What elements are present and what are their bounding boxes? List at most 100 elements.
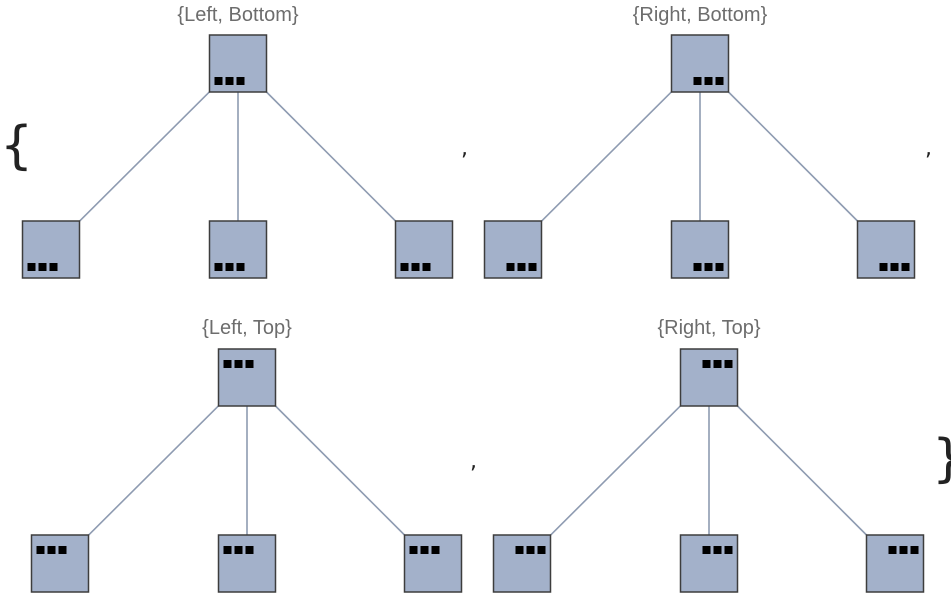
tree-title: {Right, Top} bbox=[657, 317, 760, 339]
node-box bbox=[865, 534, 925, 593]
child-node bbox=[403, 534, 463, 593]
ellipsis-dot bbox=[236, 77, 245, 85]
tree-edge bbox=[727, 91, 859, 222]
tree-title: {Left, Top} bbox=[202, 317, 292, 339]
root-node bbox=[679, 348, 739, 407]
ellipsis-dot bbox=[225, 77, 234, 85]
ellipsis-dot bbox=[713, 360, 722, 368]
ellipsis-dot bbox=[27, 263, 36, 271]
ellipsis-icon bbox=[223, 546, 254, 554]
node-box bbox=[492, 534, 552, 593]
ellipsis-dot bbox=[899, 546, 908, 554]
child-node bbox=[21, 220, 81, 279]
ellipsis-dot bbox=[890, 263, 899, 271]
ellipsis-dot bbox=[223, 360, 232, 368]
ellipsis-dot bbox=[214, 77, 223, 85]
ellipsis-icon bbox=[36, 546, 67, 554]
list-brackets: { , , , } bbox=[0, 116, 951, 489]
ellipsis-dot bbox=[713, 546, 722, 554]
ellipsis-icon bbox=[515, 546, 546, 554]
ellipsis-icon bbox=[214, 77, 245, 85]
ellipsis-dot bbox=[36, 546, 45, 554]
ellipsis-icon bbox=[879, 263, 910, 271]
tree-panel: {Left, Top} bbox=[30, 317, 463, 593]
ellipsis-dot bbox=[702, 546, 711, 554]
ellipsis-dot bbox=[49, 263, 58, 271]
tree-edge bbox=[265, 91, 397, 222]
tree-panel: {Right, Bottom} bbox=[483, 4, 916, 279]
ellipsis-dot bbox=[704, 263, 713, 271]
ellipsis-dot bbox=[409, 546, 418, 554]
close-brace: } bbox=[932, 429, 951, 489]
root-node bbox=[217, 348, 277, 407]
ellipsis-dot bbox=[38, 263, 47, 271]
ellipsis-dot bbox=[702, 360, 711, 368]
ellipsis-icon bbox=[27, 263, 58, 271]
ellipsis-dot bbox=[910, 546, 919, 554]
child-node bbox=[394, 220, 454, 279]
tree-panel: {Right, Top} bbox=[492, 317, 925, 593]
ellipsis-dot bbox=[901, 263, 910, 271]
ellipsis-icon bbox=[506, 263, 537, 271]
child-node bbox=[865, 534, 925, 593]
node-box bbox=[30, 534, 90, 593]
ellipsis-dot bbox=[537, 546, 546, 554]
ellipsis-dot bbox=[704, 77, 713, 85]
ellipsis-dot bbox=[236, 263, 245, 271]
ellipsis-dot bbox=[693, 77, 702, 85]
ellipsis-dot bbox=[225, 263, 234, 271]
separator-comma: , bbox=[925, 136, 932, 161]
ellipsis-icon bbox=[223, 360, 254, 368]
ellipsis-dot bbox=[245, 360, 254, 368]
child-node bbox=[670, 220, 730, 279]
ellipsis-icon bbox=[693, 77, 724, 85]
ellipsis-dot bbox=[528, 263, 537, 271]
separator-comma: , bbox=[461, 136, 468, 161]
tree-edge bbox=[274, 405, 406, 536]
ellipsis-dot bbox=[214, 263, 223, 271]
root-node bbox=[208, 34, 268, 93]
child-node bbox=[483, 220, 543, 279]
ellipsis-icon bbox=[702, 546, 733, 554]
separator-comma: , bbox=[470, 449, 477, 474]
ellipsis-dot bbox=[400, 263, 409, 271]
child-node bbox=[30, 534, 90, 593]
tree-edge bbox=[87, 405, 220, 536]
ellipsis-icon bbox=[400, 263, 431, 271]
ellipsis-dot bbox=[431, 546, 440, 554]
ellipsis-dot bbox=[724, 546, 733, 554]
ellipsis-icon bbox=[409, 546, 440, 554]
node-box bbox=[679, 534, 739, 593]
ellipsis-dot bbox=[526, 546, 535, 554]
ellipsis-dot bbox=[234, 360, 243, 368]
ellipsis-dot bbox=[245, 546, 254, 554]
ellipsis-dot bbox=[506, 263, 515, 271]
tree-edge bbox=[540, 91, 673, 222]
ellipsis-dot bbox=[234, 546, 243, 554]
ellipsis-dot bbox=[58, 546, 67, 554]
child-node bbox=[217, 534, 277, 593]
ellipsis-dot bbox=[47, 546, 56, 554]
ellipsis-dot bbox=[715, 77, 724, 85]
ellipsis-dot bbox=[715, 263, 724, 271]
ellipsis-icon bbox=[214, 263, 245, 271]
ellipsis-dot bbox=[724, 360, 733, 368]
child-node bbox=[208, 220, 268, 279]
trees: {Left, Bottom}{Right, Bottom}{Left, Top}… bbox=[21, 4, 925, 593]
ellipsis-dot bbox=[879, 263, 888, 271]
ellipsis-dot bbox=[515, 546, 524, 554]
child-node bbox=[679, 534, 739, 593]
ellipsis-icon bbox=[888, 546, 919, 554]
tree-edge bbox=[78, 91, 211, 222]
ellipsis-dot bbox=[422, 263, 431, 271]
child-node bbox=[856, 220, 916, 279]
ellipsis-dot bbox=[517, 263, 526, 271]
ellipsis-dot bbox=[888, 546, 897, 554]
open-brace: { bbox=[0, 116, 33, 176]
tree-title: {Right, Bottom} bbox=[633, 4, 768, 26]
ellipsis-dot bbox=[693, 263, 702, 271]
ellipsis-icon bbox=[693, 263, 724, 271]
root-node bbox=[670, 34, 730, 93]
ellipsis-dot bbox=[411, 263, 420, 271]
